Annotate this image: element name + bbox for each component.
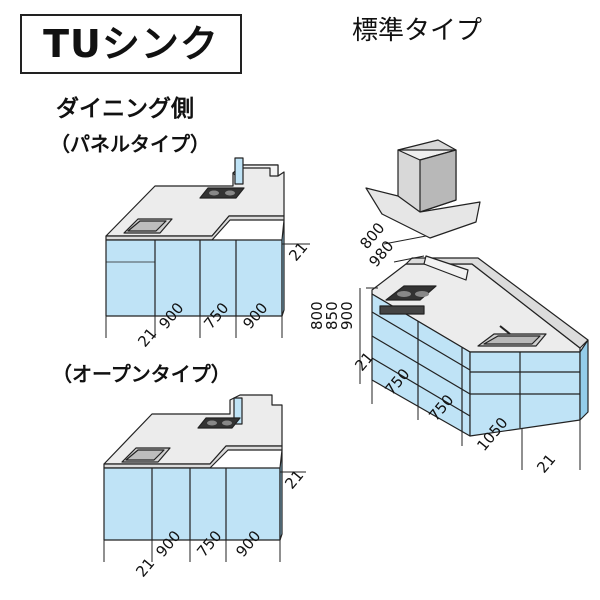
std-height-800: 800 <box>308 301 326 330</box>
standard-kitchen <box>371 255 589 437</box>
panel-dim-right: 21 <box>285 238 311 264</box>
title: TUシンク <box>43 22 219 66</box>
open-type-kitchen <box>103 394 283 541</box>
std-height-850: 850 <box>323 301 341 330</box>
std-height-900: 900 <box>338 301 356 330</box>
panel-type-kitchen <box>105 157 285 317</box>
open-dimension-lines <box>103 471 306 562</box>
panel-dim-left: 21 <box>134 324 160 350</box>
standard-dimension-lines <box>359 235 581 470</box>
panel-type-label: （パネルタイプ） <box>50 132 210 156</box>
open-dim-right: 21 <box>281 466 307 492</box>
standard-type-label: 標準タイプ <box>352 16 483 46</box>
panel-dimension-lines <box>105 243 310 338</box>
std-dim-right: 21 <box>533 450 559 476</box>
range-hood <box>365 139 481 239</box>
title-box: TUシンク <box>20 14 242 74</box>
open-dim-left: 21 <box>132 554 158 580</box>
dining-side-label: ダイニング側 <box>56 96 194 122</box>
open-type-label: （オープンタイプ） <box>52 362 231 386</box>
